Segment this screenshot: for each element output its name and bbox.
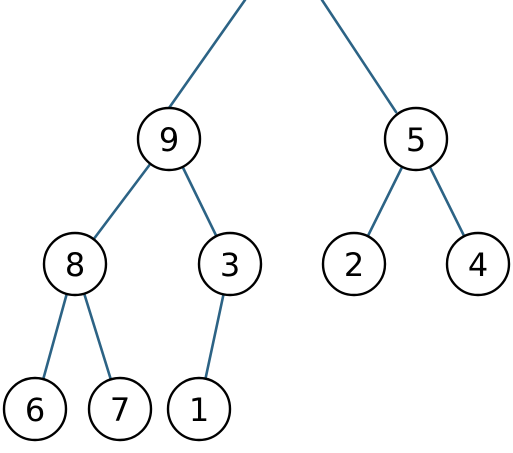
tree-node-5: 5 — [383, 106, 449, 172]
edges-layer — [33, 0, 480, 411]
tree-node-8: 8 — [42, 231, 108, 297]
node-circle — [2, 376, 68, 442]
tree-node-7: 7 — [87, 376, 153, 442]
tree-node-9: 9 — [136, 106, 202, 172]
node-label: 7 — [110, 391, 130, 429]
node-circle — [42, 231, 108, 297]
node-label: 1 — [189, 391, 209, 429]
node-label: 4 — [468, 246, 488, 284]
node-circle — [87, 376, 153, 442]
tree-node-6: 6 — [2, 376, 68, 442]
node-label: 5 — [406, 121, 426, 159]
tree-node-2: 2 — [321, 231, 387, 297]
tree-node-1: 1 — [166, 376, 232, 442]
tree-node-4: 4 — [445, 231, 511, 297]
nodes-layer: 9 5 8 3 2 4 6 7 1 — [2, 106, 511, 442]
node-circle — [383, 106, 449, 172]
node-label: 2 — [344, 246, 364, 284]
node-circle — [166, 376, 232, 442]
node-label: 8 — [65, 246, 85, 284]
node-label: 3 — [220, 246, 240, 284]
node-label: 6 — [25, 391, 45, 429]
edge-to-5-from-offscreen — [320, 0, 398, 114]
node-circle — [197, 231, 263, 297]
node-circle — [445, 231, 511, 297]
edge-to-9-from-offscreen — [167, 0, 247, 110]
node-circle — [136, 106, 202, 172]
tree-node-3: 3 — [197, 231, 263, 297]
node-label: 9 — [159, 121, 179, 159]
node-circle — [321, 231, 387, 297]
